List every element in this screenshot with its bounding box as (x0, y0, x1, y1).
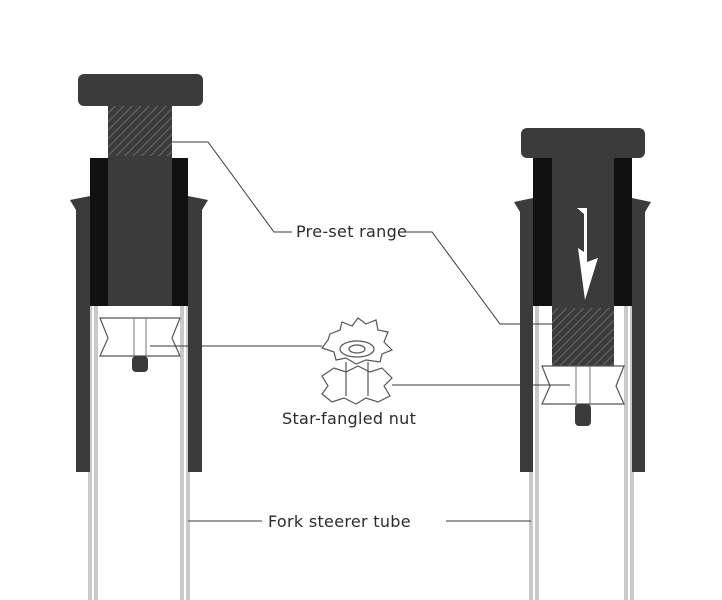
label-steerer-tube: Fork steerer tube (268, 512, 411, 531)
right-star-nut (541, 365, 625, 426)
left-steerer-tube-wall-right (180, 298, 190, 600)
label-star-nut: Star-fangled nut (282, 409, 416, 428)
left-assembly (70, 74, 208, 600)
left-star-nut (99, 317, 181, 372)
left-top-cap (78, 74, 203, 106)
center-star-nut-illustration (321, 317, 394, 405)
down-arrow-icon (577, 208, 598, 300)
left-headset-housing (70, 196, 90, 472)
left-steerer-tube-wall-left (88, 298, 98, 600)
right-preset-range-hatch (552, 308, 614, 370)
right-assembly (514, 128, 651, 600)
right-top-cap (521, 128, 645, 158)
preset-range-leader-left (170, 141, 292, 233)
right-steerer-tube-wall-right (624, 298, 634, 600)
right-headset-housing (514, 198, 533, 472)
label-preset-range: Pre-set range (296, 222, 407, 241)
preset-range-leader-right (400, 231, 552, 325)
left-preset-range-hatch (108, 106, 172, 156)
